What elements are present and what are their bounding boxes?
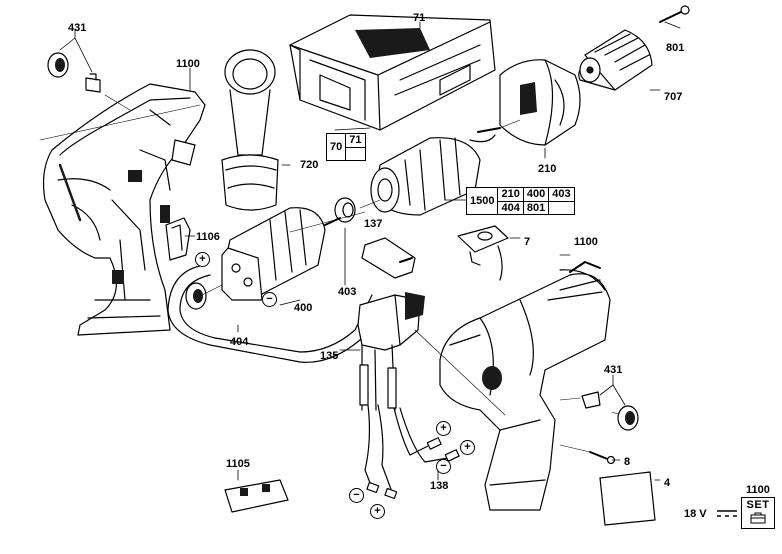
label-plate-4 xyxy=(599,471,656,526)
chuck-707 xyxy=(578,29,653,91)
led-lamp-7 xyxy=(457,225,509,281)
toolbox-icon xyxy=(750,512,766,524)
battery-case-71 xyxy=(289,14,496,131)
plus-marker: + xyxy=(436,421,451,436)
set-label: SET xyxy=(746,499,770,511)
kit-1500-r1c3: 403 xyxy=(548,187,575,202)
slider-137 xyxy=(361,237,416,279)
kit-table-1500: 1500 210 400 403 404 801 xyxy=(465,187,575,215)
screw-801 xyxy=(659,5,690,23)
plus-marker: + xyxy=(370,504,385,519)
motor-wire-2 xyxy=(179,274,373,353)
switch-135 xyxy=(357,292,425,411)
label-138: 138 xyxy=(430,480,449,492)
minus-marker: − xyxy=(436,459,451,474)
kit-1500-r2c3 xyxy=(548,200,575,215)
label-801: 801 xyxy=(666,42,685,54)
left-housing-half xyxy=(42,83,206,336)
dc-current-icon xyxy=(717,510,737,517)
label-1100-top: 1100 xyxy=(176,58,200,70)
label-403: 403 xyxy=(338,286,357,298)
label-1106: 1106 xyxy=(196,231,220,243)
set-box: SET xyxy=(741,497,775,529)
leader-lines xyxy=(59,21,681,481)
label-720: 720 xyxy=(300,159,319,171)
kit-blank-cell xyxy=(345,146,366,161)
bearing-404 xyxy=(185,282,207,310)
side-handle-720 xyxy=(221,49,279,211)
label-431-right: 431 xyxy=(604,364,623,376)
kit-1500-cell: 1500 xyxy=(465,187,499,215)
kit-70-cell: 70 xyxy=(325,133,347,161)
label-8: 8 xyxy=(624,456,631,468)
label-404: 404 xyxy=(230,336,249,348)
battery-guide-1105 xyxy=(224,479,289,513)
motor-wire xyxy=(167,264,381,363)
gear-cover-210 xyxy=(499,59,581,146)
wire-harness-138 xyxy=(364,404,460,500)
minus-marker: − xyxy=(349,488,364,503)
label-7: 7 xyxy=(524,236,531,248)
kit-71-cell: 71 xyxy=(345,133,366,148)
label-1100-right: 1100 xyxy=(574,236,598,248)
kit-1500-r2c2: 801 xyxy=(522,200,550,215)
label-137: 137 xyxy=(364,218,383,230)
label-431-top: 431 xyxy=(68,22,87,34)
kit-1500-r1c1: 210 xyxy=(497,187,524,202)
assembly-axis-lines xyxy=(39,94,619,453)
label-400: 400 xyxy=(294,302,313,314)
minus-marker: − xyxy=(262,292,277,307)
motor-400 xyxy=(221,207,341,301)
cover-1106 xyxy=(165,217,191,261)
plus-marker: + xyxy=(460,440,475,455)
plus-marker: + xyxy=(195,252,210,267)
screw-8 xyxy=(589,451,616,465)
label-1100-set: 1100 xyxy=(746,484,770,496)
kit-1500-r2c1: 404 xyxy=(497,200,524,215)
kit-1500-r1c2: 400 xyxy=(522,187,550,202)
voltage-label: 18 V xyxy=(684,508,707,520)
label-707: 707 xyxy=(664,91,683,103)
label-210: 210 xyxy=(538,163,557,175)
end-cap-431-right xyxy=(581,391,639,431)
label-4: 4 xyxy=(664,477,671,489)
label-1105: 1105 xyxy=(226,458,250,470)
kit-table-70: 70 71 xyxy=(325,133,366,161)
right-housing-half xyxy=(439,261,611,511)
label-135: 135 xyxy=(320,350,339,362)
label-71: 71 xyxy=(413,12,426,24)
end-cap-431-top xyxy=(47,52,101,93)
